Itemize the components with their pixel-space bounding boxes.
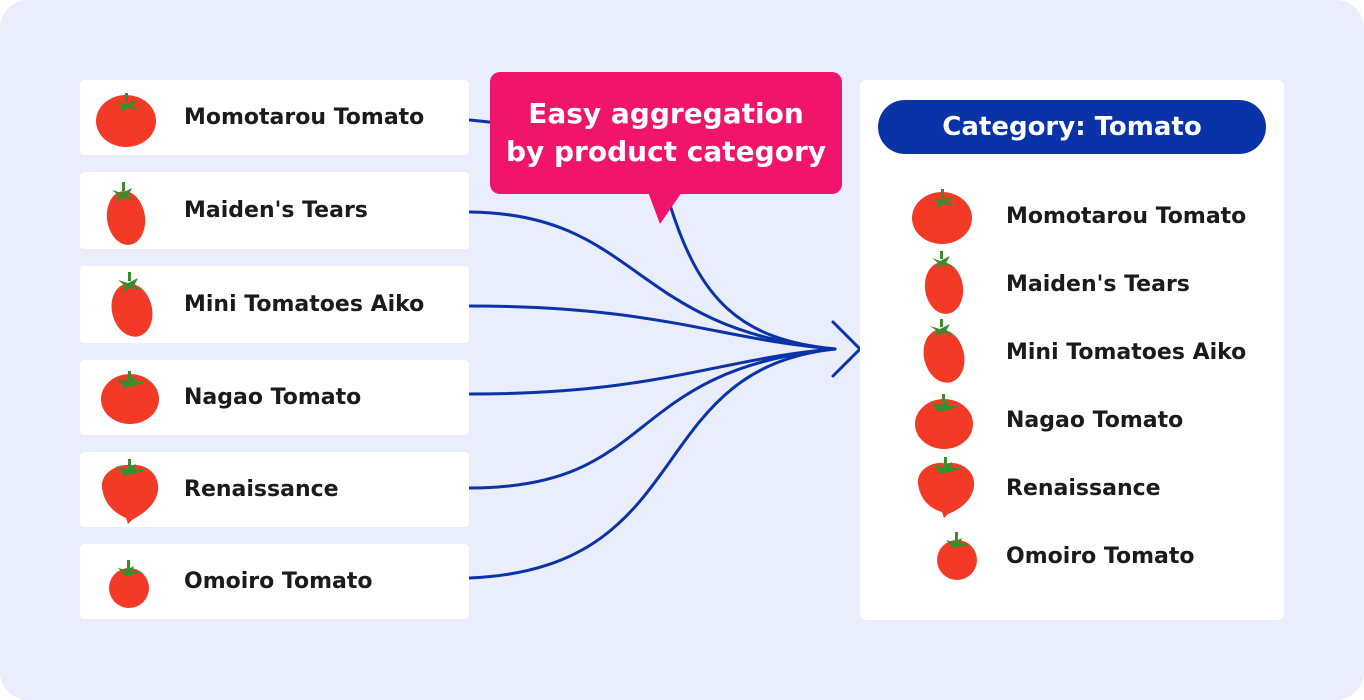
aggregation-callout: Easy aggregation by product category bbox=[490, 72, 842, 194]
category-item-name: Nagao Tomato bbox=[1006, 407, 1184, 433]
flow-line-6 bbox=[468, 347, 837, 580]
category-item: Maiden's Tears bbox=[910, 250, 1280, 318]
product-name: Nagao Tomato bbox=[184, 385, 362, 410]
product-name: Momotarou Tomato bbox=[184, 105, 425, 130]
flow-line-4 bbox=[468, 347, 837, 396]
product-card-renaissance: Renaissance bbox=[80, 452, 469, 527]
product-card-mini-tomatoes-aiko: Mini Tomatoes Aiko bbox=[80, 266, 469, 343]
category-item: Renaissance bbox=[910, 454, 1280, 522]
oval-tomato-icon bbox=[90, 172, 170, 249]
flow-line-3 bbox=[468, 304, 837, 351]
category-box: Category: Tomato Momotarou Tomato Maiden… bbox=[860, 80, 1284, 620]
product-card-momotarou: Momotarou Tomato bbox=[80, 80, 469, 155]
oval-tomato-icon bbox=[910, 250, 1006, 318]
callout-line-1: Easy aggregation bbox=[528, 97, 804, 130]
round-tomato-icon bbox=[910, 182, 1006, 250]
round-tomato-icon bbox=[90, 360, 170, 435]
category-item: Nagao Tomato bbox=[910, 386, 1280, 454]
pointed-tomato-icon bbox=[90, 452, 170, 527]
callout-tail bbox=[648, 192, 682, 224]
category-item-name: Renaissance bbox=[1006, 475, 1161, 501]
category-item: Omoiro Tomato bbox=[910, 522, 1280, 590]
product-name: Maiden's Tears bbox=[184, 198, 368, 223]
round-tomato-icon bbox=[910, 386, 1006, 454]
product-name: Omoiro Tomato bbox=[184, 569, 373, 594]
round-tomato-icon bbox=[90, 80, 170, 155]
category-item-name: Mini Tomatoes Aiko bbox=[1006, 339, 1247, 365]
oval-tomato-icon bbox=[90, 266, 170, 343]
category-item-name: Momotarou Tomato bbox=[1006, 203, 1247, 229]
category-item-name: Maiden's Tears bbox=[1006, 271, 1190, 297]
category-pill: Category: Tomato bbox=[878, 100, 1266, 154]
small-tomato-icon bbox=[910, 522, 1006, 590]
product-name: Renaissance bbox=[184, 477, 339, 502]
callout-line-2: by product category bbox=[505, 135, 827, 168]
category-item-name: Omoiro Tomato bbox=[1006, 543, 1195, 569]
product-card-omoiro: Omoiro Tomato bbox=[80, 544, 469, 619]
category-item: Mini Tomatoes Aiko bbox=[910, 318, 1280, 386]
small-tomato-icon bbox=[90, 544, 170, 619]
flow-line-2 bbox=[468, 210, 837, 351]
flow-line-5 bbox=[468, 347, 837, 490]
pointed-tomato-icon bbox=[910, 454, 1006, 522]
product-card-nagao: Nagao Tomato bbox=[80, 360, 469, 435]
product-name: Mini Tomatoes Aiko bbox=[184, 292, 425, 317]
product-card-maidens-tears: Maiden's Tears bbox=[80, 172, 469, 249]
category-item: Momotarou Tomato bbox=[910, 182, 1280, 250]
arrow-head bbox=[831, 320, 863, 378]
oval-tomato-icon bbox=[910, 318, 1006, 386]
